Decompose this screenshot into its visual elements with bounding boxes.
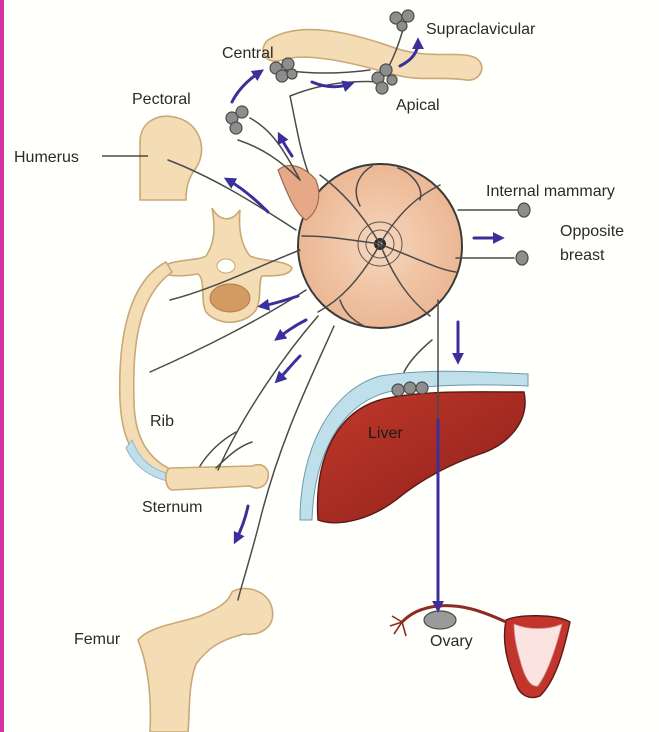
supraclavicular-nodes bbox=[390, 10, 414, 31]
liver-nodes bbox=[392, 382, 428, 396]
arrow-to-pectoral bbox=[280, 136, 292, 156]
arrow-to-humerus bbox=[228, 180, 268, 212]
label-central: Central bbox=[222, 45, 274, 62]
label-apical: Apical bbox=[396, 97, 440, 114]
label-rib: Rib bbox=[150, 413, 174, 430]
pectoral-muscle bbox=[278, 165, 319, 220]
arrow-to-femur bbox=[236, 506, 248, 540]
sternum-bone bbox=[166, 465, 269, 490]
uterus bbox=[504, 616, 570, 698]
label-internal-mammary: Internal mammary bbox=[486, 183, 615, 200]
label-opposite: Opposite bbox=[560, 223, 624, 240]
label-femur: Femur bbox=[74, 631, 121, 648]
label-humerus: Humerus bbox=[14, 149, 79, 166]
label-pectoral: Pectoral bbox=[132, 91, 191, 108]
label-supraclavicular: Supraclavicular bbox=[426, 21, 536, 38]
arrow-to-sternum bbox=[278, 356, 300, 380]
arrow-to-central bbox=[232, 72, 260, 102]
internal-mammary-node bbox=[518, 203, 530, 217]
label-ovary: Ovary bbox=[430, 633, 473, 650]
label-sternum: Sternum bbox=[142, 499, 202, 516]
femur-bone bbox=[138, 589, 273, 732]
label-breast: breast bbox=[560, 247, 605, 264]
arrow-to-vertebra bbox=[262, 296, 298, 306]
humerus-bone bbox=[140, 116, 202, 200]
opposite-breast-node bbox=[516, 251, 528, 265]
pectoral-nodes bbox=[226, 106, 248, 134]
label-liver: Liver bbox=[368, 425, 403, 442]
ovary bbox=[424, 611, 456, 629]
